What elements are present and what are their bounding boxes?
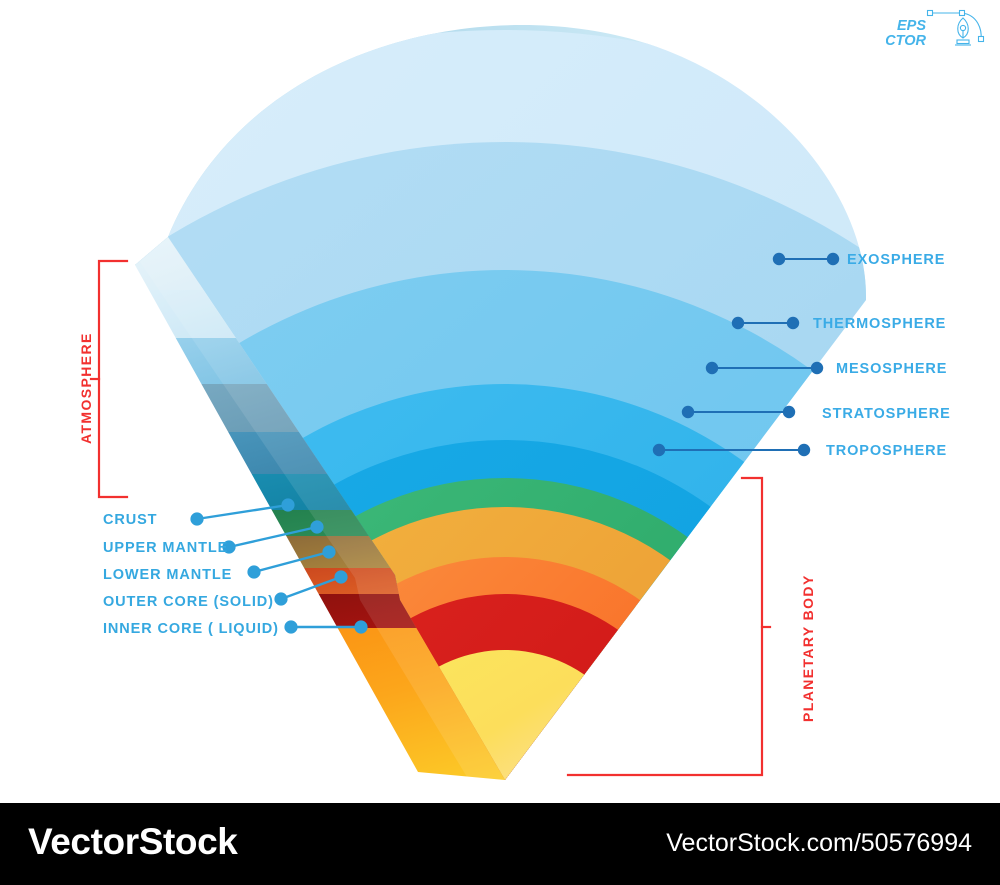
label-stratosphere[interactable]: STRATOSPHERE: [822, 406, 951, 422]
crease-highlight: [140, 237, 505, 780]
label-thermosphere[interactable]: THERMOSPHERE: [813, 316, 947, 332]
label-lower-mantle[interactable]: LOWER MANTLE: [103, 567, 233, 583]
logo-line-2: VECTOR: [886, 33, 927, 49]
vectorstock-brand: VectorStock: [28, 821, 238, 862]
label-outer-core[interactable]: OUTER CORE (SOLID): [103, 594, 274, 610]
logo-line-1: EPS: [897, 18, 926, 34]
watermark-bar: VectorStock VectorStock.com/50576994: [0, 803, 1000, 885]
label-upper-mantle[interactable]: UPPER MANTLE: [103, 540, 229, 556]
planetary-body-bracket: [566, 476, 772, 777]
label-inner-core[interactable]: INNER CORE ( LIQUID): [103, 621, 279, 637]
label-crust[interactable]: CRUST: [103, 512, 158, 528]
eps-vector-logo: EPS VECTOR: [886, 9, 985, 49]
body-leader-lines: [190, 498, 368, 634]
label-mesosphere[interactable]: MESOSPHERE: [836, 361, 948, 377]
atmosphere-leader-lines: [652, 252, 840, 457]
label-exosphere[interactable]: EXOSPHERE: [847, 252, 946, 268]
atmosphere-bracket-label: ATMOSPHERE: [78, 332, 94, 444]
vectorstock-url: VectorStock.com/50576994: [666, 829, 972, 857]
planetary-body-bracket-label: PLANETARY BODY: [800, 574, 816, 722]
atmosphere-bracket: [89, 259, 129, 499]
label-troposphere[interactable]: TROPOSPHERE: [826, 443, 948, 459]
